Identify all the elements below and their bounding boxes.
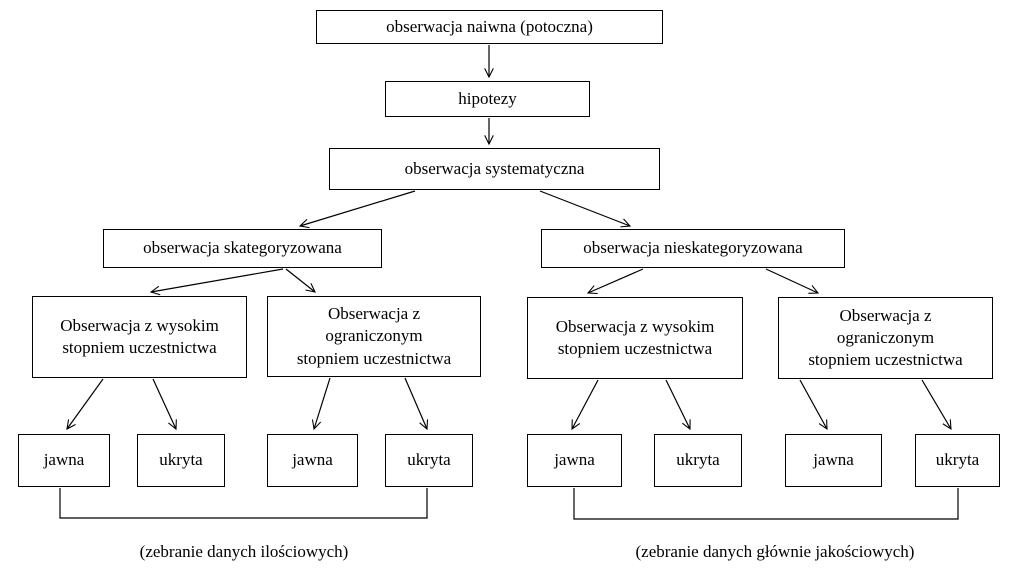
arrow-ograniczonym-right-jawna — [799, 379, 828, 431]
node-wysokim-uczestnictwo-right: Obserwacja z wysokim stopniem uczestnict… — [527, 297, 743, 379]
node-ograniczonym-uczestnictwo-left: Obserwacja z ograniczonym stopniem uczes… — [267, 296, 481, 377]
node-obserwacja-systematyczna: obserwacja systematyczna — [329, 148, 660, 190]
arrow-skategoryzowana-ograniczonym — [285, 268, 316, 293]
arrow-ograniczonym-right-ukryta — [921, 379, 952, 431]
node-ukryta-2: ukryta — [385, 434, 473, 487]
node-jawna-3: jawna — [527, 434, 622, 487]
node-jawna-2: jawna — [267, 434, 358, 487]
node-jawna-1: jawna — [18, 434, 110, 487]
arrow-systematyczna-skategoryzowana — [298, 190, 416, 229]
node-obserwacja-naiwna: obserwacja naiwna (potoczna) — [316, 10, 663, 44]
node-obserwacja-nieskategoryzowana: obserwacja nieskategoryzowana — [541, 229, 845, 268]
arrow-wysokim-left-jawna — [66, 378, 104, 430]
arrow-wysokim-right-ukryta — [665, 379, 691, 431]
node-ukryta-4: ukryta — [915, 434, 1000, 487]
node-jawna-4: jawna — [785, 434, 882, 487]
caption-qualitative-data: (zebranie danych głównie jakościowych) — [635, 542, 915, 561]
node-ukryta-3: ukryta — [654, 434, 742, 487]
arrow-wysokim-right-jawna — [571, 379, 599, 431]
arrow-nieskategoryzowana-ograniczonym — [765, 268, 820, 294]
node-hipotezy: hipotezy — [385, 81, 590, 117]
caption-quantitative-data: (zebranie danych ilościowych) — [139, 542, 349, 561]
arrow-systematyczna-nieskategoryzowana — [539, 190, 632, 228]
arrow-skategoryzowana-wysokim — [149, 268, 284, 296]
arrow-nieskategoryzowana-wysokim — [586, 268, 644, 295]
node-wysokim-uczestnictwo-left: Obserwacja z wysokim stopniem uczestnict… — [32, 296, 247, 378]
arrow-ograniczonym-left-jawna — [311, 377, 331, 431]
bracket-right-qualitative — [573, 488, 959, 520]
node-ograniczonym-uczestnictwo-right: Obserwacja z ograniczonym stopniem uczes… — [778, 297, 993, 379]
bracket-left-quantitative — [59, 488, 428, 519]
node-ukryta-1: ukryta — [137, 434, 225, 487]
node-obserwacja-skategoryzowana: obserwacja skategoryzowana — [103, 229, 382, 268]
arrow-ograniczonym-left-ukryta — [404, 377, 429, 431]
arrow-wysokim-left-ukryta — [152, 378, 177, 431]
